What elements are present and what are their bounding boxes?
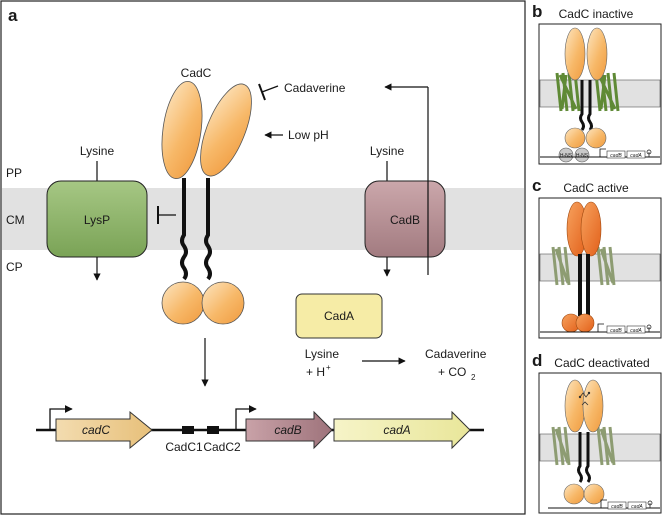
panel-b-cadc-periplasmic-left xyxy=(564,27,586,81)
panel-b-hns-label-left: H-NS xyxy=(560,153,573,159)
panel-d-cada-box xyxy=(627,501,647,510)
compartment-label-cm: CM xyxy=(6,213,25,227)
cadb-body xyxy=(364,180,446,258)
panel-b-cadc-cytoplasmic-left xyxy=(564,127,586,149)
cadc-periplasmic-domain-right xyxy=(200,83,252,177)
cadb-antiporter: Lysine CadB xyxy=(364,83,446,277)
decarboxylation-reaction: Lysine + H + Cadaverine + CO 2 xyxy=(305,347,487,382)
reaction-co2-subscript: 2 xyxy=(471,373,476,382)
reaction-substrate-line2: + H xyxy=(306,365,325,379)
cada-enzyme-box xyxy=(295,293,383,339)
panel-c-linker-right xyxy=(586,254,590,316)
cadc-receptor: CadC xyxy=(161,66,252,387)
cadc-dna-binding-domain-left xyxy=(161,281,205,325)
cadaverine-signal-label: Cadaverine xyxy=(284,81,346,95)
panel-d-cadc-cytoplasmic-left xyxy=(563,483,585,505)
panel-c-title: CadC active xyxy=(563,181,629,195)
lysp-substrate-label: Lysine xyxy=(80,144,115,158)
panel-c-linker-left xyxy=(578,254,582,316)
panel-b-hns-left xyxy=(558,147,574,163)
cad-operon: cadC CadC1 CadC2 cadB cadA xyxy=(36,405,484,454)
panel-b-linker-left xyxy=(579,80,585,131)
panel-d-cadb-box xyxy=(607,501,627,510)
panel-b-promoter-arrow xyxy=(599,148,606,157)
cadc2-binding-site xyxy=(207,426,219,434)
panel-d-cadc-cytoplasmic-right xyxy=(583,483,605,505)
panel-d-title: CadC deactivated xyxy=(554,356,649,370)
lysp-transporter: Lysine LysP xyxy=(46,144,148,281)
panel-b: b CadC inactive H-NS H-NS cadB cadA xyxy=(532,2,662,165)
panel-c-cadc-periplasmic-right xyxy=(580,201,602,257)
cadc-periplasmic-domain-left xyxy=(161,81,203,179)
panel-d-cadb-label: cadB xyxy=(611,504,623,510)
panel-b-linker-right xyxy=(587,80,593,131)
panel-c-terminator xyxy=(646,324,652,332)
panel-b-terminator xyxy=(646,149,652,157)
panel-c-tm-helices xyxy=(551,246,616,286)
cadc1-binding-site xyxy=(182,426,194,434)
cadaverine-inhibition-bar xyxy=(258,83,279,101)
cadc1-site-label: CadC1 xyxy=(165,440,203,454)
lysp-inhibition-bar xyxy=(157,206,176,224)
cadc-dna-binding-domain-right xyxy=(201,281,245,325)
panel-d-letter: d xyxy=(532,351,542,370)
cadc2-site-label: CadC2 xyxy=(203,440,241,454)
reaction-proton-superscript: + xyxy=(326,363,331,372)
panel-c: c CadC active cadB cadA xyxy=(532,176,662,339)
panel-d-cadc-periplasmic-right xyxy=(582,379,604,433)
cada-gene-label: cadA xyxy=(383,423,410,437)
cadc-linker-right xyxy=(204,178,212,281)
lysp-label: LysP xyxy=(84,213,110,227)
panel-d-linker-left xyxy=(577,432,583,483)
panel-b-cadb-box xyxy=(606,150,626,159)
panel-c-letter: c xyxy=(532,176,541,195)
panel-c-cadc-cytoplasmic-right xyxy=(575,313,595,333)
panel-d-promoter-arrow xyxy=(600,499,607,508)
panel-c-cada-box xyxy=(626,325,646,334)
cadb-substrate-label: Lysine xyxy=(370,144,405,158)
panel-c-cadb-label: cadB xyxy=(610,328,622,334)
panel-c-promoter-arrow xyxy=(597,323,604,332)
cada-gene-arrow xyxy=(333,410,471,450)
panel-d-cadaverine-molecules xyxy=(578,391,591,406)
low-ph-signal-label: Low pH xyxy=(288,128,329,142)
cadc-linker-left xyxy=(180,178,188,281)
compartment-label-pp: PP xyxy=(6,166,22,180)
panel-b-hns-label-right: H-NS xyxy=(576,153,589,159)
panel-b-cadc-cytoplasmic-right xyxy=(585,127,607,149)
panel-d: d CadC deactivated cadB cadA xyxy=(532,351,662,514)
cadb-label: CadB xyxy=(390,213,420,227)
cadb-gene-label: cadB xyxy=(274,423,301,437)
reaction-product-line1: Cadaverine xyxy=(425,347,487,361)
cadc-gene-arrow xyxy=(55,410,153,450)
cadb-gene-arrow xyxy=(245,410,333,450)
panel-b-cadb-label: cadB xyxy=(610,153,622,159)
panel-d-cada-label: cadA xyxy=(631,504,643,510)
panel-c-cadb-box xyxy=(606,325,626,334)
reaction-product-line2: + CO xyxy=(438,365,466,379)
promoter-cadc-arrow xyxy=(49,405,73,430)
promoter-cadba-arrow xyxy=(235,405,257,430)
panel-d-cadc-periplasmic-left xyxy=(564,379,586,433)
cada-label: CadA xyxy=(324,309,354,323)
cadc-gene-label: cadC xyxy=(82,423,110,437)
panel-a: a PP CM CP Lysine LysP CadC xyxy=(0,0,526,515)
panel-b-hns-right xyxy=(574,147,590,163)
panel-d-terminator xyxy=(647,500,653,508)
panel-d-linker-right xyxy=(585,432,591,483)
panel-a-letter: a xyxy=(8,6,18,25)
panel-b-cada-box xyxy=(626,150,646,159)
panel-c-cada-label: cadA xyxy=(630,328,642,334)
cadc-label: CadC xyxy=(181,66,212,80)
reaction-substrate-line1: Lysine xyxy=(305,347,340,361)
panel-d-tm-helices xyxy=(551,426,616,466)
panel-b-cada-label: cadA xyxy=(630,153,642,159)
compartment-label-cp: CP xyxy=(6,260,23,274)
panel-b-title: CadC inactive xyxy=(559,7,634,21)
panel-b-cadc-periplasmic-right xyxy=(586,27,608,81)
panel-b-letter: b xyxy=(532,2,542,21)
